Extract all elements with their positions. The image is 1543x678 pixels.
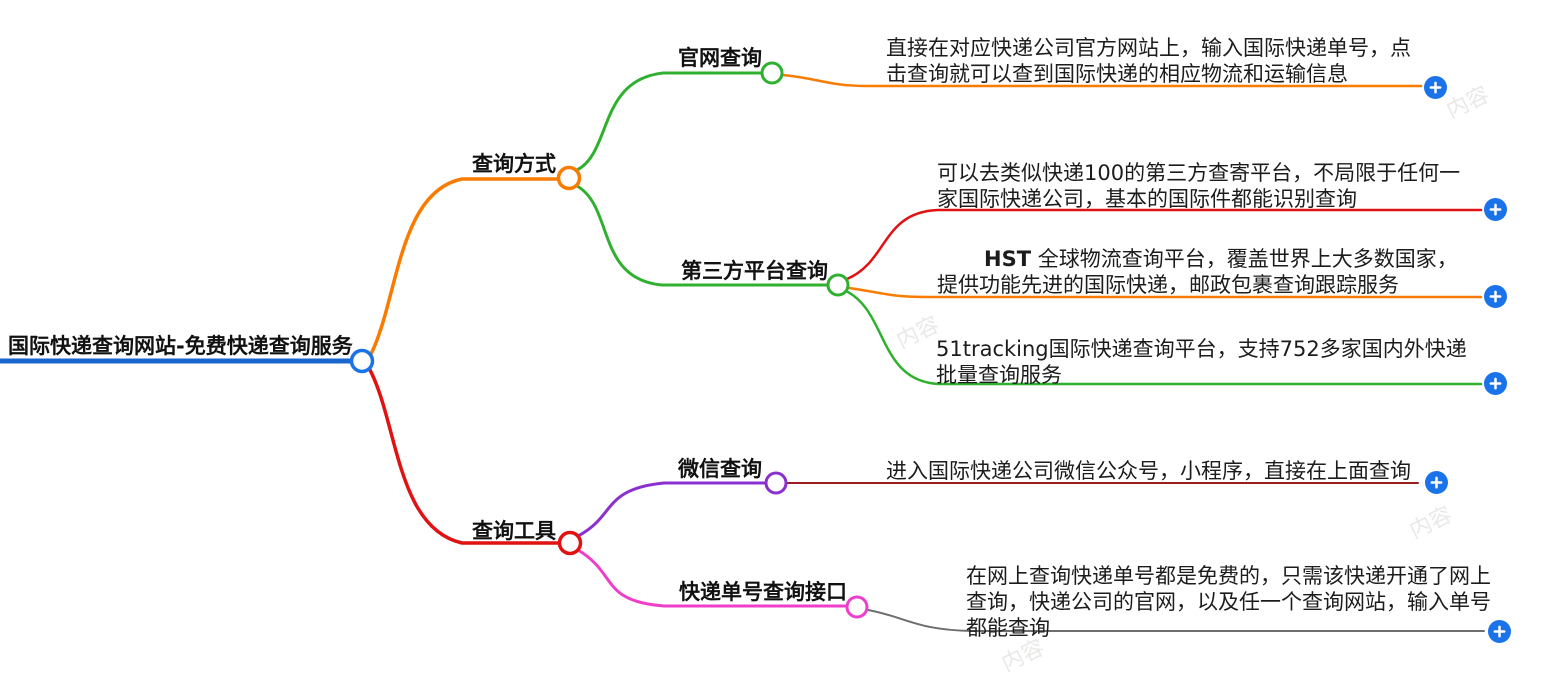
add-node-button-kuaidi100[interactable] [1484, 198, 1507, 221]
hst-brand-text: HST [984, 247, 1032, 271]
link-thirdparty-to-kuaidi100 [845, 208, 1483, 281]
link-api-to-detail [867, 609, 1485, 632]
method-node-handle[interactable] [556, 165, 582, 191]
plus-icon [1489, 377, 1502, 390]
plus-icon [1489, 290, 1502, 303]
add-node-button-api-detail[interactable] [1488, 620, 1511, 643]
add-node-button-official-detail[interactable] [1424, 76, 1447, 99]
link-root-to-method [369, 177, 560, 356]
topic-label-tracking-api[interactable]: 快递单号查询接口 [679, 580, 847, 604]
root-topic-label[interactable]: 国际快递查询网站-免费快递查询服务 [8, 334, 353, 358]
topic-label-method[interactable]: 查询方式 [472, 152, 556, 176]
add-node-button-hst[interactable] [1484, 285, 1507, 308]
official-node-handle[interactable] [760, 61, 784, 85]
topic-label-thirdparty[interactable]: 第三方平台查询 [681, 259, 828, 283]
leaf-tracking-api-detail[interactable]: 在网上查询快递单号都是免费的，只需该快递开通了网上查询，快递公司的官网，以及任一… [966, 564, 1491, 640]
thirdparty-node-handle[interactable] [826, 273, 850, 297]
link-thirdparty-to-51tracking [844, 289, 1483, 386]
link-method-to-official [575, 71, 763, 172]
add-node-button-wechat-detail[interactable] [1425, 471, 1448, 494]
link-tools-to-api [576, 548, 847, 608]
leaf-hst-detail[interactable]: HST 全球物流查询平台，覆盖世界上大多数国家，提供功能先进的国际快递，邮政包裹… [937, 246, 1472, 298]
plus-icon [1493, 625, 1506, 638]
mindmap-canvas: 国际快递查询网站-免费快递查询服务 查询方式 官网查询 第三方平台查询 查询工具… [0, 36, 1511, 677]
leaf-51tracking-detail[interactable]: 51tracking国际快递查询平台，支持752多家国内外快递批量查询服务 [936, 337, 1467, 387]
root-node-handle[interactable] [349, 348, 375, 374]
tools-node-handle[interactable] [557, 530, 583, 556]
mindmap-links-layer [0, 61, 1485, 632]
hst-detail-text: 全球物流查询平台，覆盖世界上大多数国家，提供功能先进的国际快递，邮政包裹查询跟踪… [937, 247, 1458, 297]
plus-icon [1430, 476, 1443, 489]
leaf-official-site-detail[interactable]: 直接在对应快递公司官方网站上，输入国际快递单号，点击查询就可以查到国际快递的相应… [886, 36, 1411, 86]
leaf-kuaidi100-detail[interactable]: 可以去类似快递100的第三方查寄平台，不局限于任何一家国际快递公司，基本的国际件… [937, 161, 1461, 211]
api-node-handle[interactable] [845, 595, 869, 619]
link-method-to-thirdparty [575, 184, 829, 287]
link-thirdparty-to-hst [847, 286, 1483, 299]
leaf-wechat-detail[interactable]: 进入国际快递公司微信公众号，小程序，直接在上面查询 [886, 459, 1411, 483]
plus-icon [1489, 203, 1502, 216]
link-tools-to-wechat [576, 481, 766, 538]
topic-label-wechat[interactable]: 微信查询 [678, 457, 762, 481]
topic-label-tools[interactable]: 查询工具 [472, 519, 556, 543]
add-node-button-51tracking[interactable] [1484, 372, 1507, 395]
link-root-to-tools [367, 366, 560, 545]
link-official-to-detail [781, 73, 1423, 88]
topic-label-official-site[interactable]: 官网查询 [678, 46, 762, 70]
wechat-node-handle[interactable] [764, 471, 788, 495]
plus-icon [1429, 81, 1442, 94]
